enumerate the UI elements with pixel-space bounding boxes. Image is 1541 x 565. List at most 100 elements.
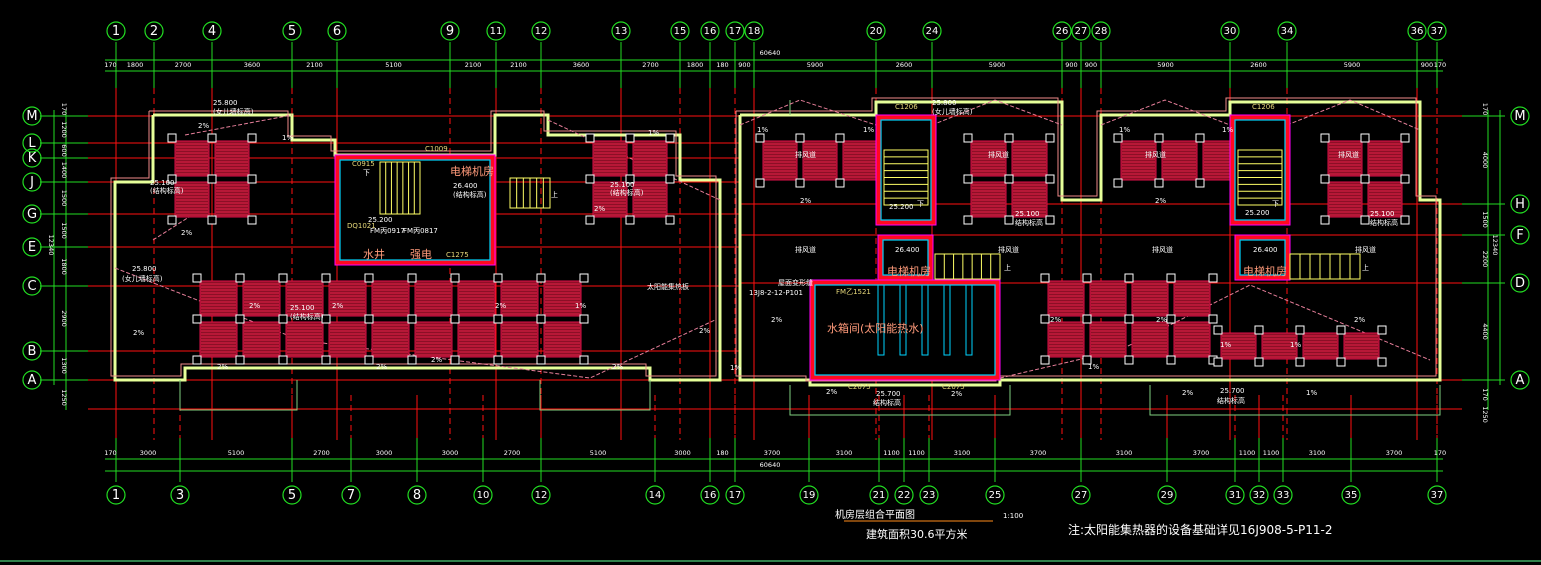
elev-label-4: 25.100 bbox=[290, 304, 315, 312]
dimension-text: 2100 bbox=[465, 61, 482, 69]
axis-circle bbox=[1220, 21, 1240, 41]
solar-panel bbox=[242, 280, 281, 317]
solar-panel bbox=[1261, 332, 1298, 360]
dimension-text: 3700 bbox=[1386, 449, 1403, 457]
dimension-text: 2700 bbox=[175, 61, 192, 69]
electric-well-label: 强电 bbox=[410, 248, 432, 261]
dimension-text: 3100 bbox=[954, 449, 971, 457]
panel-support bbox=[321, 273, 331, 283]
solar-panel bbox=[242, 321, 281, 358]
axis-bubble: M bbox=[22, 106, 42, 126]
elev-label-11: 26.400 bbox=[1253, 246, 1278, 254]
drainage-ridge bbox=[1286, 99, 1421, 131]
panel-body bbox=[1302, 332, 1339, 360]
solar-panel bbox=[414, 321, 453, 358]
axis-bubble: 1 bbox=[106, 485, 126, 505]
detail-ref-label: 13J8-2-12-P101 bbox=[749, 289, 803, 297]
solar-panel bbox=[174, 140, 210, 177]
dimension-text: 900 bbox=[738, 61, 750, 69]
axis-circle bbox=[1273, 485, 1293, 505]
dimension-text: 2100 bbox=[510, 61, 527, 69]
panel-support bbox=[1400, 133, 1410, 143]
tank-pipe bbox=[899, 284, 907, 356]
dimension-text: 1250 bbox=[60, 389, 68, 406]
panel-support bbox=[407, 314, 417, 324]
solar-panel bbox=[842, 140, 878, 181]
panel-support bbox=[493, 355, 503, 365]
dimension-text: 1500 bbox=[60, 222, 68, 239]
axis-label: 1 bbox=[112, 24, 120, 39]
axis-bubble: 3 bbox=[170, 485, 190, 505]
panel-support bbox=[1040, 314, 1050, 324]
axis-bubble: 11 bbox=[486, 21, 506, 41]
axis-bubble: 8 bbox=[407, 485, 427, 505]
panel-support bbox=[536, 273, 546, 283]
axis-label: 17 bbox=[729, 490, 742, 501]
axis-circle bbox=[1510, 106, 1530, 126]
solar-panel bbox=[1011, 181, 1048, 218]
axis-label: 17 bbox=[729, 26, 742, 37]
dimension-text: 170 bbox=[60, 103, 68, 115]
area-note: 建筑面积30.6平方米 bbox=[866, 527, 968, 541]
core-room bbox=[1234, 119, 1286, 221]
staircase bbox=[934, 253, 1001, 280]
panel-support bbox=[364, 314, 374, 324]
door-tag-c1275: C1275 bbox=[446, 251, 469, 259]
axis-circle bbox=[486, 21, 506, 41]
dimension-text: 1100 bbox=[908, 449, 925, 457]
stair-down-label-1: 下 bbox=[363, 169, 370, 177]
axis-circle bbox=[894, 485, 914, 505]
axis-bubble: C bbox=[22, 276, 42, 296]
dimension-text: 5100 bbox=[590, 449, 607, 457]
axis-bubble: 20 bbox=[866, 21, 886, 41]
stair-up-label-2: 上 bbox=[1004, 263, 1011, 272]
panel-support bbox=[450, 314, 460, 324]
axis-bubble: 37 bbox=[1427, 21, 1447, 41]
elevator-room-label-1: 电梯机房 bbox=[450, 164, 494, 178]
axis-bubble: 4 bbox=[202, 21, 222, 41]
axis-label: 37 bbox=[1431, 26, 1444, 37]
axis-circle bbox=[1249, 485, 1269, 505]
slope-label: 1% bbox=[1306, 389, 1317, 397]
exhaust-label-3: 排风道 bbox=[1145, 150, 1166, 159]
axis-circle bbox=[327, 21, 347, 41]
panel-support bbox=[1154, 133, 1164, 143]
axis-label: J bbox=[29, 175, 34, 190]
solar-panel bbox=[970, 140, 1007, 177]
dimension-text: 170 bbox=[104, 61, 116, 69]
solar-panel bbox=[762, 140, 798, 181]
canopy bbox=[179, 380, 298, 411]
core-room bbox=[1239, 239, 1286, 276]
dimension-text: 900 bbox=[1065, 61, 1077, 69]
axis-circle bbox=[1427, 485, 1447, 505]
axis-circle bbox=[22, 172, 42, 192]
slope-label: 2% bbox=[1155, 197, 1166, 205]
solar-panel bbox=[199, 321, 238, 358]
panel-support bbox=[192, 355, 202, 365]
staircase bbox=[379, 161, 421, 215]
panel-support bbox=[665, 174, 675, 184]
tank-pipe bbox=[943, 284, 951, 356]
panel-support bbox=[579, 314, 589, 324]
axis-bubble: 7 bbox=[341, 485, 361, 505]
axis-bubble: 33 bbox=[1273, 485, 1293, 505]
axis-label: A bbox=[1516, 373, 1525, 388]
slope-label: 1% bbox=[863, 126, 874, 134]
axis-label: 22 bbox=[898, 490, 911, 501]
panel-support bbox=[625, 174, 635, 184]
solar-panel bbox=[592, 181, 628, 218]
solar-panel bbox=[285, 280, 324, 317]
staircase bbox=[509, 177, 551, 209]
panel-support bbox=[207, 174, 217, 184]
axis-circle bbox=[22, 204, 42, 224]
axis-label: C bbox=[27, 279, 36, 294]
solar-panel bbox=[592, 140, 628, 177]
axis-label: 35 bbox=[1345, 490, 1358, 501]
elev-label-10: 25.200 bbox=[1245, 209, 1270, 217]
slope-label: 2% bbox=[376, 363, 387, 371]
core-room bbox=[814, 284, 996, 376]
slope-label: 2% bbox=[181, 229, 192, 237]
axis-label: 6 bbox=[333, 24, 341, 39]
slope-label: 2% bbox=[198, 122, 209, 130]
axis-bubble: 35 bbox=[1341, 485, 1361, 505]
